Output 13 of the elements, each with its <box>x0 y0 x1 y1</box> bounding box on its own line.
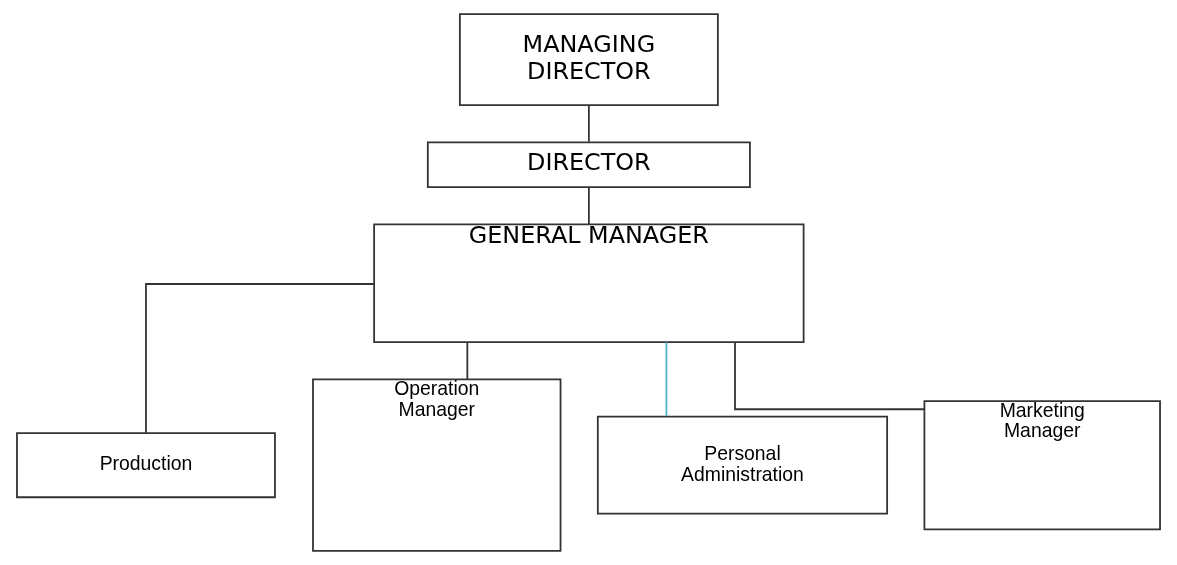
connector <box>665 341 668 418</box>
node-box: Personal Administration <box>596 415 889 515</box>
node-box: GENERAL MANAGER <box>373 223 805 344</box>
node-box: DIRECTOR <box>426 141 751 188</box>
connector <box>466 341 469 381</box>
node-box: Operation Manager <box>312 378 562 552</box>
connector <box>587 186 590 225</box>
node-box: MANAGING DIRECTOR <box>459 13 719 106</box>
connector <box>145 283 375 434</box>
node-box: Marketing Manager <box>923 400 1161 531</box>
connector <box>734 341 926 411</box>
node-box: Production <box>16 432 276 499</box>
connector <box>587 104 590 143</box>
